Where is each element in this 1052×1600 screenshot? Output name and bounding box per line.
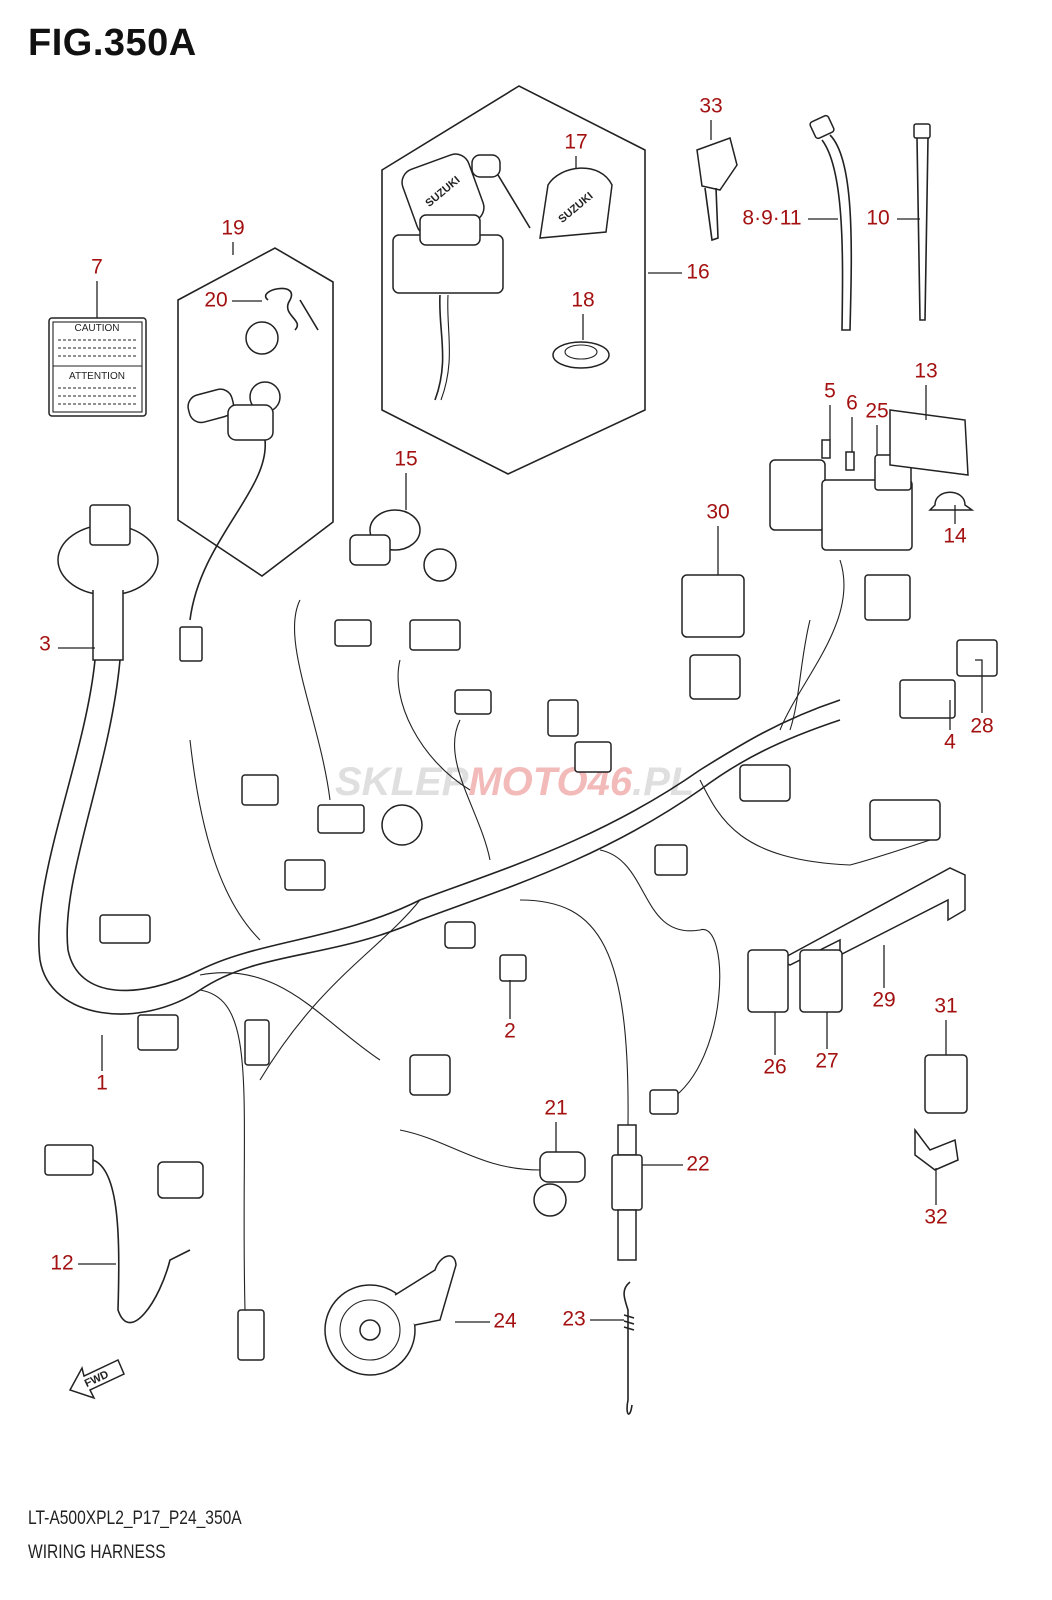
callout-31: 31 [934,995,957,1018]
callout-23: 23 [562,1308,585,1331]
callout-27: 27 [815,1050,838,1073]
callout-leader [975,659,983,713]
main-harness-1 [38,504,931,1311]
callout-1: 1 [96,1072,108,1095]
relay-30 [681,574,745,638]
spring-23 [623,1281,635,1415]
callout-5: 5 [824,380,836,403]
caution-text: CAUTION [75,323,120,334]
callout-18: 18 [571,289,594,312]
switch-assembly [179,381,281,662]
svg-text:SKLEPMOTO46.PL: SKLEPMOTO46.PL [335,760,694,804]
callout-25: 25 [865,400,888,423]
clip-26 [747,949,789,1013]
callout-17: 17 [564,131,587,154]
socket-15 [349,509,457,582]
callout-19: 19 [221,217,244,240]
callout-21: 21 [544,1097,567,1120]
callout-10: 10 [866,207,889,230]
callout-22: 22 [686,1153,709,1176]
switch-cap-17: SUZUKI [539,167,613,239]
caution-label-7: CAUTION ATTENTION [48,317,147,417]
switch-21 [399,1129,586,1217]
callout-13: 13 [914,360,937,383]
key [471,154,531,229]
switch-20 [245,287,319,355]
callout-20: 20 [204,289,227,312]
attention-text: ATTENTION [69,371,125,382]
callout-26: 26 [763,1056,786,1079]
drawing-caption: WIRING HARNESS [28,1542,166,1563]
fwd-arrow-icon: FWD [68,1358,125,1400]
callout-16: 16 [686,261,709,284]
callout-6: 6 [846,392,858,415]
sensor-22 [611,1124,643,1261]
watermark: SKLEPMOTO46.PL [335,760,694,804]
cable-tie-10 [913,123,931,321]
nut-18 [552,341,610,369]
cable-tie-8-9-11 [809,114,853,331]
connectors [44,574,998,1361]
clip-27 [799,949,843,1013]
callout-8-9-11: 8·9·11 [742,207,801,230]
horn-24 [324,1255,457,1376]
callout-24: 24 [493,1310,517,1333]
bracket-32 [914,1127,959,1171]
callout-15: 15 [394,448,417,471]
switch-group-box [177,247,334,577]
callout-12: 12 [50,1252,73,1275]
clip-31 [924,1054,968,1114]
ignition-switch-group-box [381,85,646,475]
callout-29: 29 [872,989,895,1012]
callout-7: 7 [91,256,103,279]
figure-title: FIG.350A [28,22,197,64]
key-33 [696,137,738,242]
callout-28: 28 [970,715,993,738]
callout-30: 30 [706,501,729,524]
callout-14: 14 [943,525,967,548]
callout-33: 33 [699,95,722,118]
drawing-code: LT-A500XPL2_P17_P24_350A [28,1508,242,1529]
callout-3: 3 [39,633,51,656]
callout-4: 4 [944,731,956,754]
ignition-switch: SUZUKI [392,153,504,401]
fuse-box [769,409,975,551]
callout-32: 32 [924,1206,947,1229]
callout-2: 2 [504,1020,516,1043]
